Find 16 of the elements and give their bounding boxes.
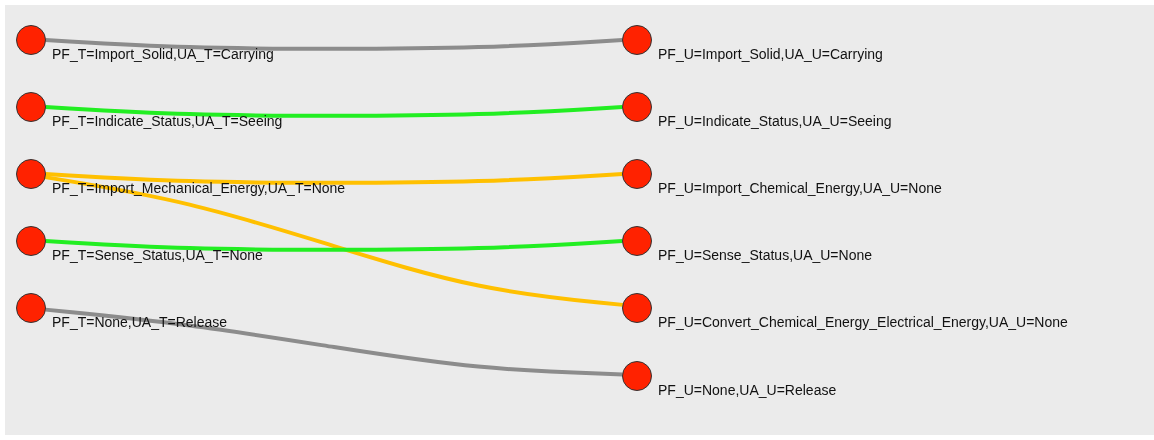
node-label: PF_T=None,UA_T=Release	[52, 314, 228, 330]
connector-line	[44, 175, 624, 307]
connector-line	[45, 307, 623, 377]
connector-line	[45, 105, 623, 118]
connector-line	[45, 38, 623, 51]
node-label: PF_U=Convert_Chemical_Energy_Electrical_Energy,UA_U=None	[658, 314, 1068, 330]
connector-line	[45, 239, 623, 252]
node-label: PF_U=Indicate_Status,UA_U=Seeing	[658, 113, 892, 129]
node-label: PF_T=Sense_Status,UA_T=None	[52, 247, 263, 263]
node-label: PF_T=Import_Solid,UA_T=Carrying	[52, 46, 274, 62]
connector-line	[45, 172, 623, 185]
node-label: PF_U=Sense_Status,UA_U=None	[658, 247, 872, 263]
node-label: PF_U=Import_Chemical_Energy,UA_U=None	[658, 180, 942, 196]
node-label: PF_U=None,UA_U=Release	[658, 382, 837, 398]
node-label: PF_T=Indicate_Status,UA_T=Seeing	[52, 113, 283, 129]
node-label: PF_U=Import_Solid,UA_U=Carrying	[658, 46, 883, 62]
